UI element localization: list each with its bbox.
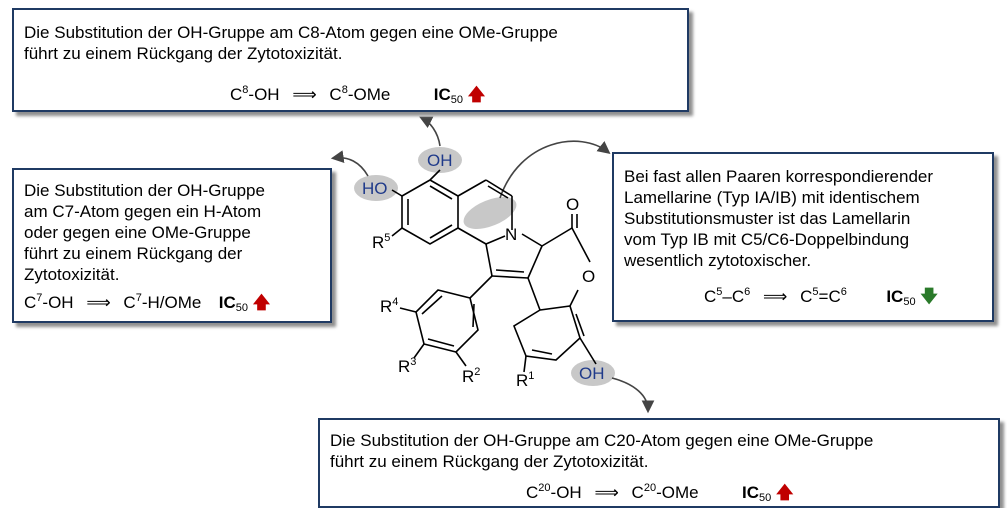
implies-arrow: ⟹ (86, 293, 111, 312)
c8-substitution-box: Die Substitution der OH-Gruppe am C8-Ato… (12, 8, 689, 112)
highlight-c5c6-bond (463, 197, 517, 229)
highlight-ho-c7 (354, 175, 398, 201)
c20-equation: C20-OH ⟹ C20-OMe IC50 🡅 (526, 482, 794, 504)
c20-substitution-box: Die Substitution der OH-Gruppe am C20-At… (318, 418, 1000, 508)
label-oh-c8: OH (427, 151, 453, 170)
c5c6-line-3: Substitutionsmuster ist das Lamellarin (624, 209, 911, 228)
c20-eq-right: C20-OMe (631, 482, 699, 503)
c8-eq-right: C8-OMe (329, 84, 391, 105)
c7-equation: C7-OH ⟹ C7-H/OMe IC50 🡅 (24, 292, 271, 314)
label-r2: R2 (462, 366, 480, 386)
trend-up-icon: 🡅 (252, 293, 271, 312)
arrow-to-top-box (419, 116, 441, 147)
c5c6-line-4: vom Typ IB mit C5/C6-Doppelbindung (624, 230, 910, 249)
molecule-bonds (391, 169, 597, 373)
implies-arrow: ⟹ (763, 287, 788, 306)
label-ho-c7: HO (362, 179, 388, 198)
label-o-carbonyl: O (566, 195, 579, 214)
c7-eq-left: C7-OH (24, 292, 74, 313)
ic50-label: IC50 (742, 483, 772, 504)
label-r5: R5 (372, 232, 390, 252)
c20-description: Die Substitution der OH-Gruppe am C20-At… (330, 431, 874, 471)
ic50-label: IC50 (433, 85, 464, 106)
c8-description: Die Substitution der OH-Gruppe am C8-Ato… (24, 23, 558, 63)
c8-eq-left: C8-OH (230, 84, 280, 105)
highlight-oh-c20 (571, 360, 615, 386)
c5c6-line-2: Lamellarine (Typ IA/IB) mit identischem (624, 188, 920, 207)
ic50-label: IC50 (218, 293, 249, 314)
c7-substitution-box: Die Substitution der OH-Gruppe am C7-Ato… (12, 168, 332, 323)
implies-arrow: ⟹ (594, 483, 619, 502)
c20-eq-left: C20-OH (526, 482, 582, 503)
c8-equation: C8-OH ⟹ C8-OMe IC50 🡅 (230, 84, 486, 106)
implies-arrow: ⟹ (292, 85, 317, 104)
c5c6-double-bond-box: Bei fast allen Paaren korrespondierender… (612, 152, 994, 322)
trend-up-icon: 🡅 (776, 483, 794, 502)
c5c6-line-1: Bei fast allen Paaren korrespondierender (624, 167, 934, 186)
c7-eq-right: C7-H/OMe (123, 292, 202, 313)
arrow-to-left-box (330, 150, 369, 177)
c7-description: Die Substitution der OH-Gruppe am C7-Ato… (24, 181, 265, 284)
label-r3: R3 (398, 356, 416, 376)
c5c6-description: Bei fast allen Paaren korrespondierender… (624, 166, 992, 271)
label-r1: R1 (516, 370, 534, 390)
c5c6-eq-right: C5=C6 (800, 286, 847, 307)
label-n: N (505, 225, 517, 244)
ic50-label: IC50 (886, 287, 916, 308)
trend-down-icon: 🡇 (920, 287, 938, 306)
c5c6-line-5: wesentlich zytotoxischer. (624, 251, 812, 270)
arrow-to-bottom-box (611, 377, 655, 414)
label-oh-c20: OH (579, 364, 605, 383)
c5c6-equation: C5–C6 ⟹ C5=C6 IC50 🡇 (704, 286, 938, 308)
highlight-oh-c8 (418, 147, 462, 173)
trend-up-icon: 🡅 (467, 85, 486, 104)
label-r4: R4 (380, 296, 398, 316)
c5c6-eq-left: C5–C6 (704, 286, 751, 307)
label-o-ring: O (582, 267, 595, 286)
arrow-to-right-box (499, 140, 611, 199)
